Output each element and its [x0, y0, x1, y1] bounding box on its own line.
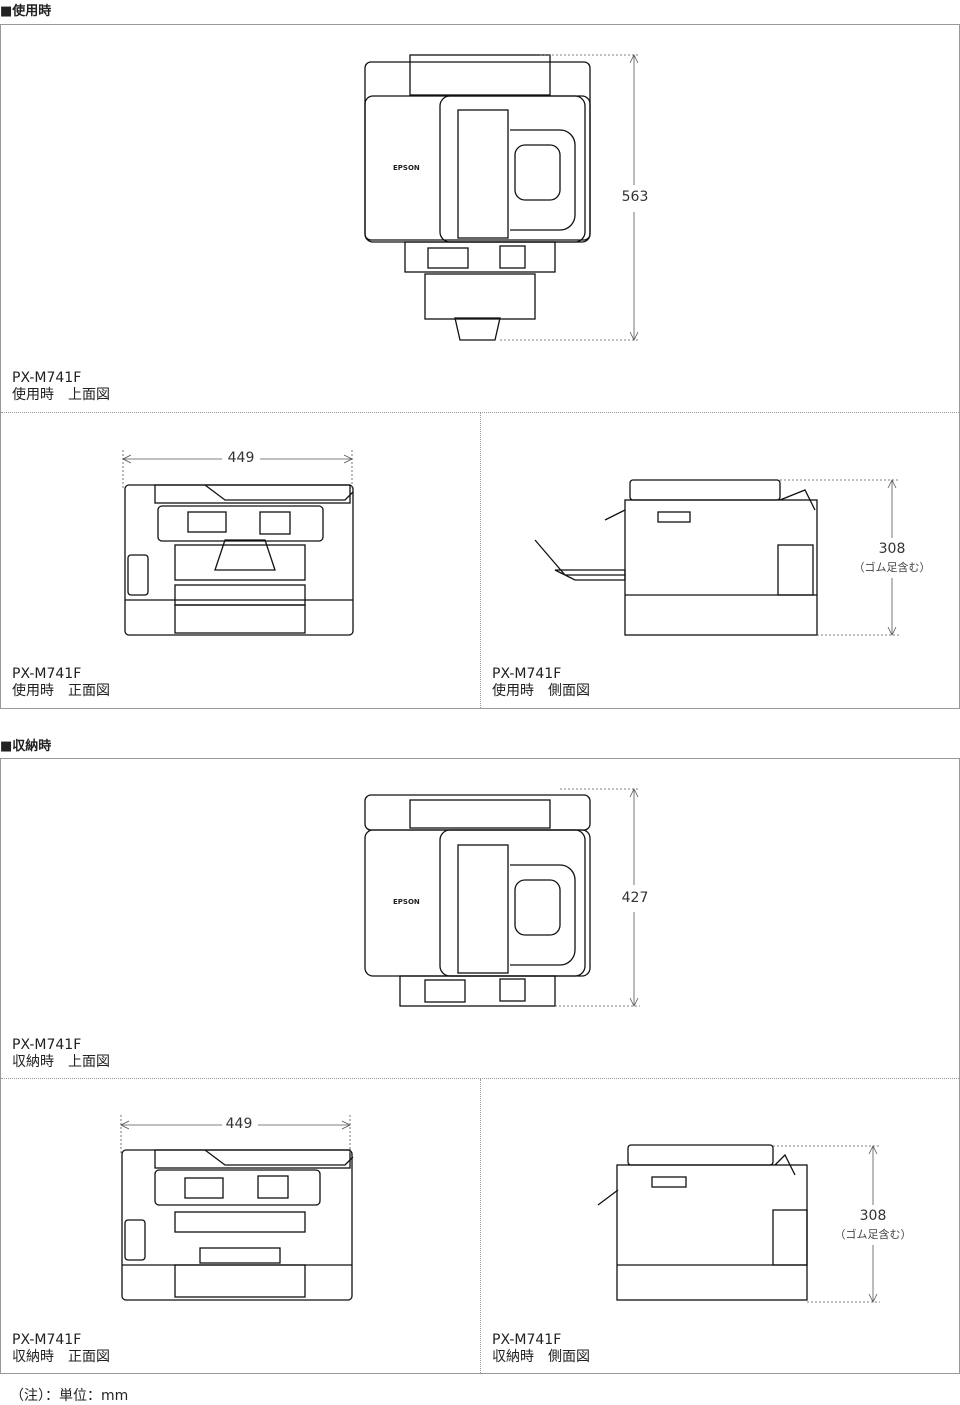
view-label: 収納時 上面図 — [12, 1054, 110, 1070]
view-label: 使用時 側面図 — [492, 683, 590, 699]
dimension-width-in-use: 449 — [227, 450, 255, 466]
brand-logo: EPSON — [393, 898, 420, 906]
divider — [1, 1078, 959, 1079]
printer-top-view-storage — [364, 794, 591, 1007]
view-label: 使用時 上面図 — [12, 387, 110, 403]
model-name: PX-M741F — [12, 666, 82, 682]
dimension-depth-storage: 427 — [621, 890, 649, 906]
printer-side-view-in-use — [534, 479, 818, 636]
dimension-note: （ゴム足含む） — [834, 1228, 912, 1241]
dimension-depth-in-use: 563 — [621, 189, 649, 205]
section-title-storage: ■収納時 — [0, 739, 52, 754]
model-name: PX-M741F — [492, 1332, 562, 1348]
divider — [480, 413, 481, 708]
footnote-units: （注）：単位：mm — [10, 1388, 129, 1404]
printer-side-view-storage — [597, 1144, 808, 1301]
divider — [480, 1079, 481, 1373]
printer-front-view-in-use — [124, 484, 354, 636]
view-label: 収納時 側面図 — [492, 1349, 590, 1365]
dimension-height-storage: 308 — [859, 1208, 887, 1224]
dimension-width-storage: 449 — [225, 1116, 253, 1132]
model-name: PX-M741F — [12, 1037, 82, 1053]
model-name: PX-M741F — [12, 370, 82, 386]
printer-front-view-storage — [121, 1149, 354, 1301]
model-name: PX-M741F — [12, 1332, 82, 1348]
view-label: 収納時 正面図 — [12, 1349, 110, 1365]
section-title-in-use: ■使用時 — [0, 4, 52, 19]
divider — [1, 412, 959, 413]
dimension-note: （ゴム足含む） — [853, 561, 931, 574]
printer-top-view-in-use — [364, 54, 591, 341]
brand-logo: EPSON — [393, 164, 420, 172]
model-name: PX-M741F — [492, 666, 562, 682]
dimension-height-in-use: 308 — [878, 541, 906, 557]
view-label: 使用時 正面図 — [12, 683, 110, 699]
